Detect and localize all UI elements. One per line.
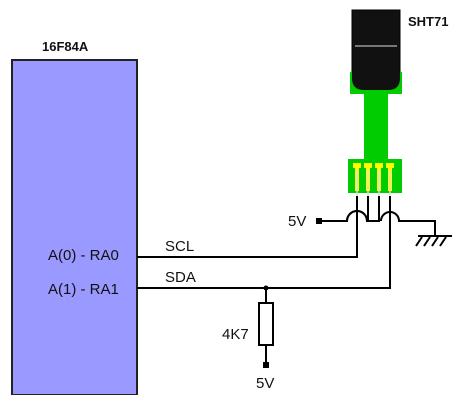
mcu-pin-ra0: A(0) - RA0 bbox=[48, 247, 119, 264]
mcu-body bbox=[11, 59, 138, 395]
signal-scl-label: SCL bbox=[165, 238, 194, 255]
resistor-junction bbox=[263, 285, 269, 291]
pullup-resistor bbox=[258, 302, 274, 346]
mcu-name: 16F84A bbox=[42, 39, 89, 54]
sensor-head-bottom bbox=[352, 72, 400, 90]
mcu-pin-ra1: A(1) - RA1 bbox=[48, 281, 119, 298]
sensor-pcb-stem bbox=[364, 92, 388, 160]
sensor-name: SHT71 bbox=[408, 14, 448, 29]
resistor-value-label: 4K7 bbox=[222, 326, 249, 343]
supply-top-label: 5V bbox=[288, 213, 306, 230]
signal-sda-label: SDA bbox=[165, 269, 196, 286]
wire-crossings bbox=[346, 210, 368, 222]
supply-bottom-label: 5V bbox=[256, 375, 274, 392]
ground-symbol bbox=[415, 235, 452, 247]
sensor-pins bbox=[356, 170, 391, 200]
vdd-terminal-bottom bbox=[263, 362, 269, 368]
vdd-terminal-top bbox=[316, 218, 322, 224]
